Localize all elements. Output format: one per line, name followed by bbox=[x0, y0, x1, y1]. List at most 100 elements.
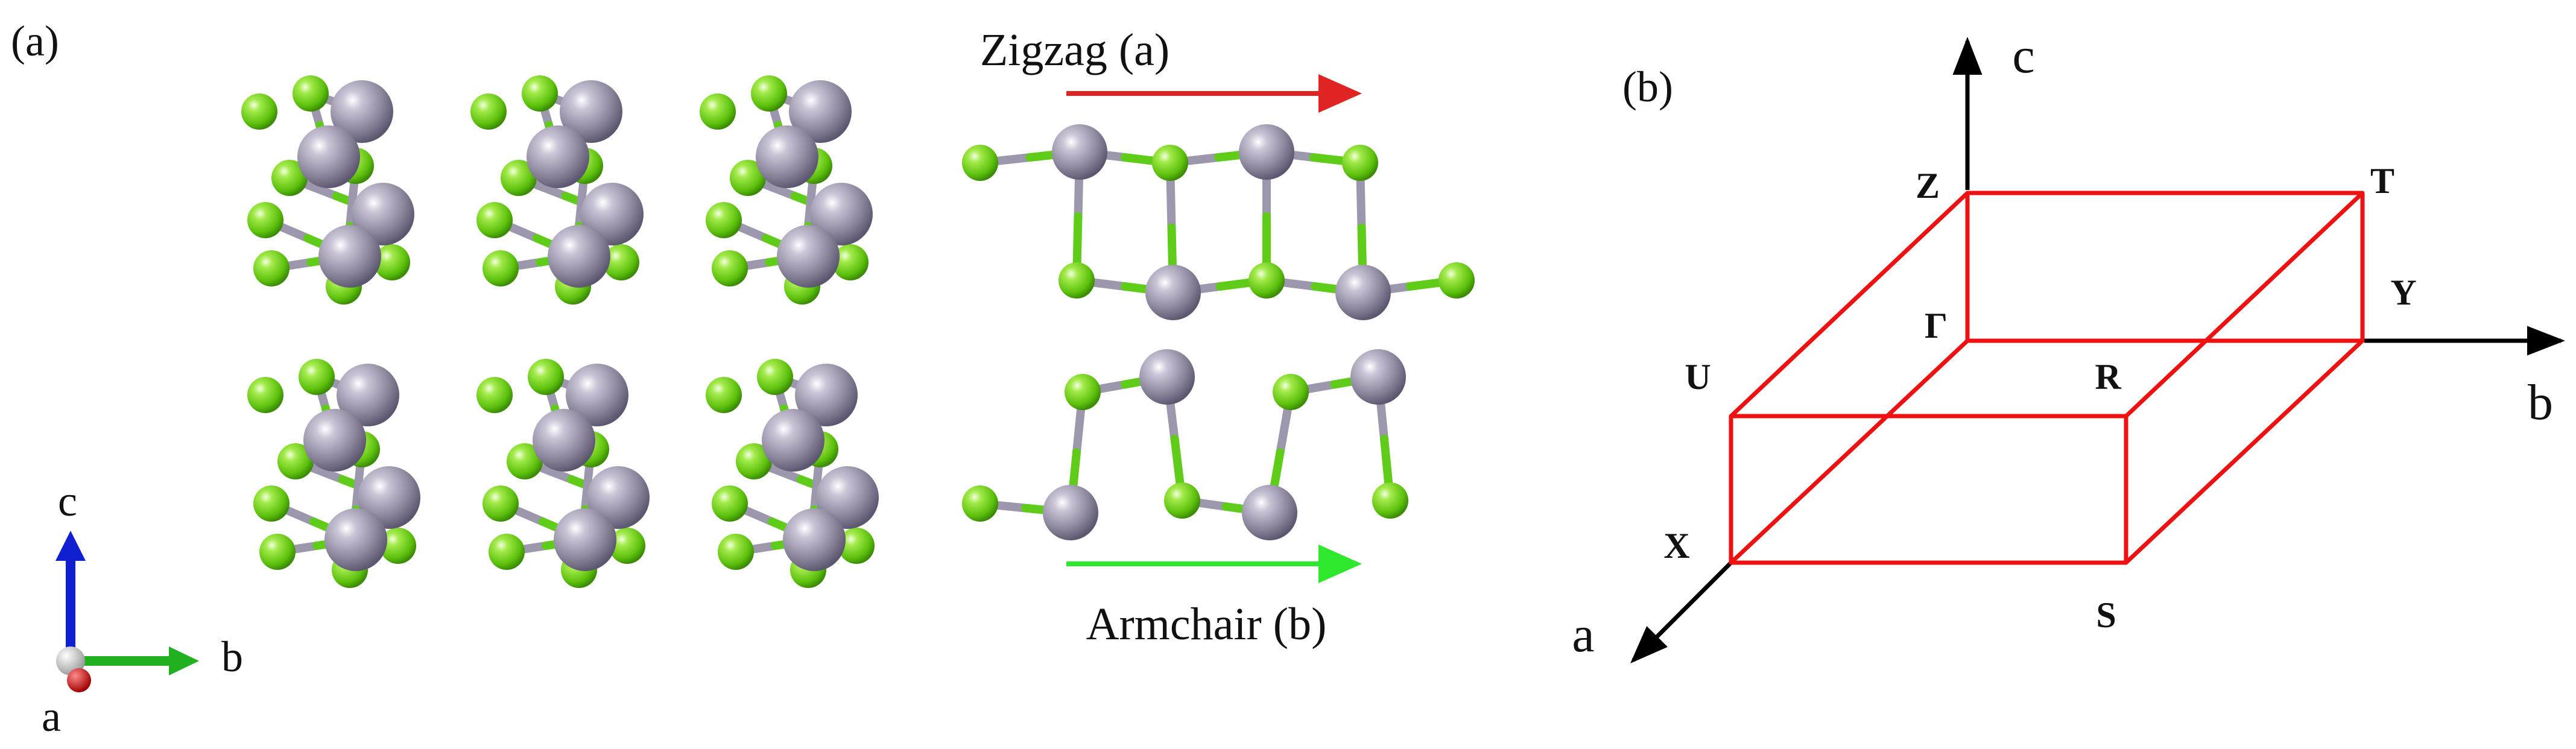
chalcogen-atom bbox=[1248, 262, 1285, 299]
bz-axis-a bbox=[1630, 561, 1733, 663]
axis-c-arrowhead bbox=[55, 531, 86, 561]
metal-atom bbox=[318, 225, 381, 288]
zigzag-label: Zigzag (a) bbox=[980, 25, 1169, 75]
chalcogen-atom bbox=[603, 244, 639, 280]
chalcogen-atom bbox=[507, 443, 543, 479]
point-S-label: S bbox=[2096, 595, 2116, 635]
zigzag-direction: Zigzag (a) bbox=[980, 25, 1362, 113]
bz-axis-b-label: b bbox=[2528, 374, 2553, 431]
metal-atom bbox=[527, 125, 589, 188]
chalcogen-atom bbox=[483, 250, 519, 286]
metal-atom bbox=[795, 364, 858, 426]
chalcogen-atom bbox=[1372, 482, 1408, 519]
chalcogen-atom bbox=[277, 443, 314, 479]
bz-edge-Z-U bbox=[1729, 191, 1969, 418]
chalcogen-atom bbox=[718, 534, 754, 570]
chalcogen-atom bbox=[299, 359, 335, 395]
chalcogen-atom bbox=[736, 443, 772, 479]
chalcogen-atom bbox=[247, 377, 283, 413]
metal-atom bbox=[777, 225, 840, 288]
chalcogen-atom bbox=[470, 93, 507, 130]
chalcogen-atom bbox=[501, 160, 537, 196]
metal-atom bbox=[554, 508, 616, 571]
metal-atom bbox=[1139, 349, 1195, 405]
chalcogen-atom bbox=[253, 250, 290, 286]
metal-atom bbox=[810, 183, 873, 245]
chalcogen-atom bbox=[374, 244, 410, 280]
lattice-axes-a: c b a bbox=[42, 477, 243, 741]
chalcogen-atom bbox=[712, 485, 748, 522]
metal-atom bbox=[762, 409, 824, 472]
metal-atom bbox=[297, 125, 360, 188]
chalcogen-atom bbox=[962, 145, 998, 181]
chalcogen-atom bbox=[293, 75, 329, 112]
point-U-label: U bbox=[1685, 357, 1710, 397]
panel-a: (a) Zigzag (a) Armchair (b) c b a bbox=[11, 17, 1475, 741]
metal-atom bbox=[1350, 349, 1406, 405]
crystal-side-view bbox=[962, 124, 1475, 540]
chalcogen-atom bbox=[271, 160, 308, 196]
chalcogen-atom bbox=[706, 202, 742, 238]
metal-atom bbox=[581, 183, 644, 245]
bz-edge-G-X bbox=[1729, 339, 1969, 564]
bz-axis-c-label: c bbox=[2012, 28, 2034, 84]
chalcogen-atom bbox=[832, 244, 869, 280]
bz-axis-a-label: a bbox=[1572, 607, 1594, 663]
metal-atom bbox=[1043, 485, 1098, 540]
chalcogen-atom bbox=[1438, 262, 1475, 299]
chalcogen-atom bbox=[730, 160, 766, 196]
chalcogen-atom bbox=[1342, 145, 1378, 181]
chalcogen-atom bbox=[483, 485, 519, 522]
metal-atom bbox=[303, 409, 366, 472]
chalcogen-atom bbox=[1164, 482, 1200, 519]
bz-back-face bbox=[1965, 191, 2365, 343]
chalcogen-atom bbox=[1152, 145, 1188, 181]
chalcogen-atom bbox=[700, 93, 736, 130]
chalcogen-atom bbox=[1059, 262, 1095, 299]
axis-b-arrowhead bbox=[169, 646, 199, 675]
point-R-label: R bbox=[2095, 357, 2121, 397]
metal-atom bbox=[783, 508, 846, 571]
crystal-perspective-view bbox=[241, 75, 879, 588]
chalcogen-atom bbox=[609, 528, 645, 564]
chalcogen-atom bbox=[380, 528, 416, 564]
chalcogen-atom bbox=[706, 377, 742, 413]
chalcogen-atom bbox=[489, 534, 525, 570]
chalcogen-atom bbox=[476, 202, 513, 238]
metal-atom bbox=[1052, 124, 1107, 180]
metal-atom bbox=[324, 508, 387, 571]
axis-a-marker bbox=[67, 668, 91, 692]
axis-b-label: b bbox=[221, 633, 243, 681]
chalcogen-atom bbox=[751, 75, 787, 112]
armchair-label: Armchair (b) bbox=[1086, 599, 1327, 649]
metal-atom bbox=[331, 80, 393, 143]
chalcogen-atom bbox=[259, 534, 296, 570]
bz-edge-Y-S bbox=[2124, 339, 2364, 564]
armchair-direction: Armchair (b) bbox=[1066, 545, 1362, 649]
chalcogen-atom bbox=[838, 528, 875, 564]
chalcogen-atom bbox=[247, 202, 283, 238]
chalcogen-atom bbox=[528, 359, 564, 395]
axis-origin-atom bbox=[56, 646, 85, 675]
chalcogen-atom bbox=[241, 93, 277, 130]
chalcogen-atom bbox=[757, 359, 793, 395]
axis-c-label: c bbox=[58, 477, 77, 525]
point-Y-label: Y bbox=[2390, 273, 2416, 312]
bz-edge-T-R bbox=[2124, 191, 2364, 418]
metal-atom bbox=[548, 225, 610, 288]
metal-atom bbox=[816, 466, 879, 529]
metal-atom bbox=[1335, 265, 1391, 320]
metal-atom bbox=[756, 125, 818, 188]
chalcogen-atom bbox=[962, 485, 998, 522]
metal-atom bbox=[587, 466, 650, 529]
panel-a-label: (a) bbox=[11, 17, 59, 65]
metal-atom bbox=[1242, 485, 1297, 540]
metal-atom bbox=[358, 466, 420, 529]
metal-atom bbox=[1239, 124, 1294, 180]
chalcogen-atom bbox=[476, 377, 513, 413]
metal-atom bbox=[337, 364, 399, 426]
metal-atom bbox=[560, 80, 622, 143]
point-Gamma-label: Γ bbox=[1925, 306, 1948, 346]
point-X-label: X bbox=[1663, 526, 1689, 566]
